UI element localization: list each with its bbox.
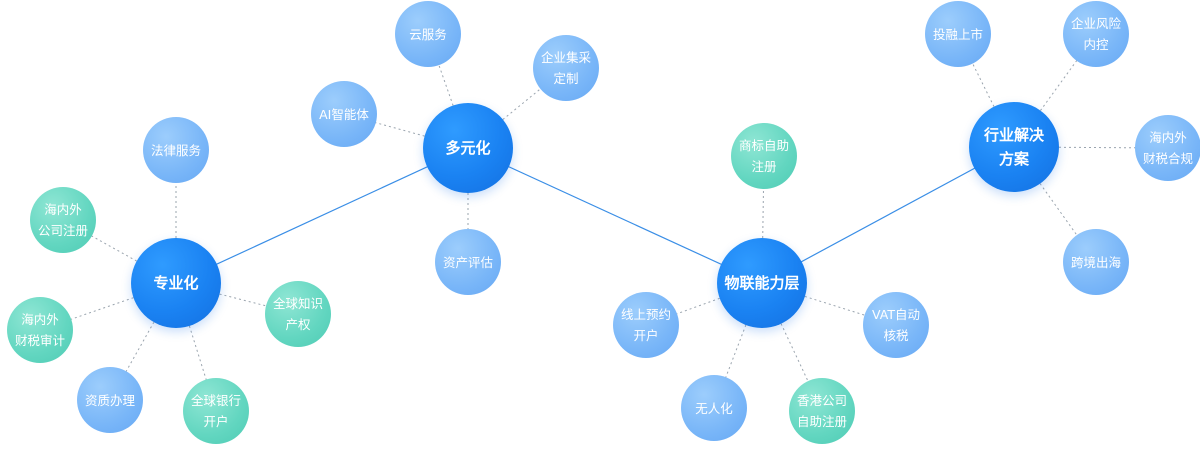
node-label-line: 商标自助 xyxy=(738,138,789,153)
node-label-line: 专业化 xyxy=(153,274,199,292)
node-label-line: 跨境出海 xyxy=(1070,254,1121,270)
link-zhuanyehua-haineiwai_caishui xyxy=(39,282,177,331)
hub-node-zhuanyehua: 专业化 xyxy=(131,238,221,328)
node-label-line: 全球知识 xyxy=(272,296,323,311)
leaf-node-quanqiu-zhishi: 全球知识产权 xyxy=(265,281,331,347)
node-label-line: 线上预约 xyxy=(620,307,671,322)
node-label-line: 财税合规 xyxy=(1142,151,1193,166)
node-label-line: 海内外 xyxy=(21,312,59,327)
hub-node-duoyuanhua: 多元化 xyxy=(423,103,513,193)
node-label-line: 核税 xyxy=(883,328,909,343)
node-label-line: 多元化 xyxy=(445,139,491,157)
leaf-node-xianshang: 线上预约开户 xyxy=(613,292,679,358)
node-label-line: 注册 xyxy=(751,159,777,174)
hub-node-wulian: 物联能力层 xyxy=(717,238,807,328)
leaf-node-zichan: 资产评估 xyxy=(435,229,501,295)
hub-node-hangye: 行业解决方案 xyxy=(969,102,1059,192)
leaf-node-haineiwai-gongsi: 海内外公司注册 xyxy=(30,187,96,253)
node-label-line: 海内外 xyxy=(1149,130,1187,145)
node-label-line: VAT自动 xyxy=(872,307,920,322)
leaf-node-xianggang: 香港公司自助注册 xyxy=(789,378,855,444)
node-label-line: 云服务 xyxy=(409,26,447,42)
node-label-line: 企业风险 xyxy=(1070,16,1121,31)
link-wulian-xianggang xyxy=(761,282,823,412)
node-label-line: 香港公司 xyxy=(796,393,847,408)
node-label-line: 法律服务 xyxy=(150,142,201,158)
leaf-node-falv: 法律服务 xyxy=(143,117,209,183)
leaf-node-jicai: 企业集采定制 xyxy=(533,35,599,101)
leaf-node-ai: AI智能体 xyxy=(311,81,377,147)
node-label-line: 产权 xyxy=(285,317,311,332)
node-label-line: 投融上市 xyxy=(932,26,983,42)
node-label-line: 方案 xyxy=(998,150,1029,168)
leaf-node-vat: VAT自动核税 xyxy=(863,292,929,358)
node-label-line: 开户 xyxy=(203,414,229,429)
node-label-line: 财税审计 xyxy=(14,333,65,348)
node-label-line: 公司注册 xyxy=(37,223,88,238)
node-label-line: AI智能体 xyxy=(319,106,369,122)
leaf-node-tourong: 投融上市 xyxy=(925,1,991,67)
node-label-line: 资质办理 xyxy=(84,392,135,408)
node-label-line: 资产评估 xyxy=(442,254,493,270)
link-duoyuanhua-wulian xyxy=(467,147,763,284)
node-label-line: 全球银行 xyxy=(190,393,241,408)
node-label-line: 行业解决 xyxy=(983,126,1044,144)
leaf-node-fengxian: 企业风险内控 xyxy=(1063,1,1129,67)
node-label-line: 开户 xyxy=(633,328,659,343)
link-hangye-kuajing xyxy=(1013,146,1097,263)
node-label-line: 企业集采 xyxy=(540,50,591,65)
leaf-node-kuajing: 跨境出海 xyxy=(1063,229,1129,295)
node-label-line: 自助注册 xyxy=(796,414,847,429)
leaf-node-haineiwai-caishui: 海内外财税审计 xyxy=(7,297,73,363)
leaf-node-quanqiu-yinhang: 全球银行开户 xyxy=(183,378,249,444)
leaf-node-shangbiao: 商标自助注册 xyxy=(731,123,797,189)
node-label-line: 海内外 xyxy=(44,202,82,217)
node-label-line: 物联能力层 xyxy=(724,274,800,292)
node-label-line: 内控 xyxy=(1083,37,1109,52)
leaf-node-wurenhua: 无人化 xyxy=(681,375,747,441)
leaf-node-yunfuwu: 云服务 xyxy=(395,1,461,67)
leaf-node-caishui-hegui: 海内外财税合规 xyxy=(1135,115,1200,181)
link-wulian-vat xyxy=(761,282,897,326)
node-label-line: 定制 xyxy=(553,71,579,86)
link-wulian-hangye xyxy=(761,146,1015,284)
link-zhuanyehua-duoyuanhua xyxy=(175,147,469,284)
node-label-line: 无人化 xyxy=(695,400,733,416)
leaf-node-zizhi: 资质办理 xyxy=(77,367,143,433)
